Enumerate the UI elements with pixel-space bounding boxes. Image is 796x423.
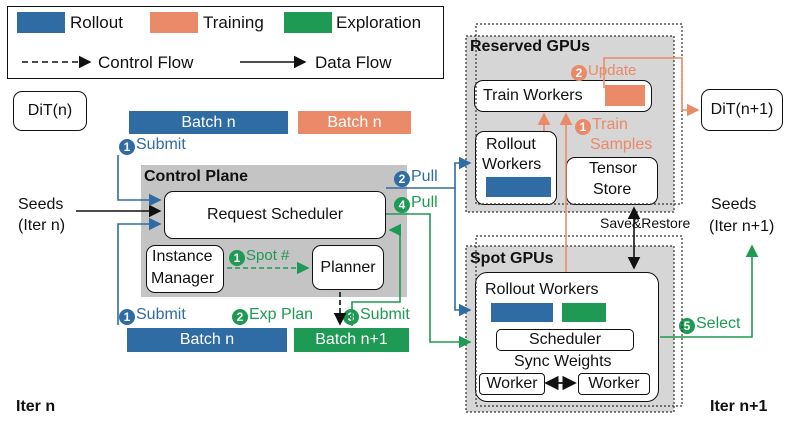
exp-plan-badge: 2 bbox=[232, 309, 248, 325]
select-badge: 5 bbox=[679, 318, 695, 334]
instance-manager-line2: Manager bbox=[151, 270, 215, 287]
worker-b-box: Worker bbox=[578, 373, 650, 395]
legend-swatch-rollout bbox=[17, 12, 65, 33]
control-plane-title: Control Plane bbox=[144, 168, 249, 185]
instance-manager-box: Instance Manager bbox=[146, 245, 224, 293]
reserved-gpus-title: Reserved GPUs bbox=[470, 38, 591, 55]
legend-label-exploration: Exploration bbox=[336, 13, 422, 32]
worker-a-box: Worker bbox=[479, 373, 545, 395]
submit-text-top: Submit bbox=[136, 136, 186, 153]
pull4-text: Pull bbox=[411, 194, 438, 211]
submit3-badge: 3 bbox=[343, 309, 359, 325]
seeds-right-line1: Seeds bbox=[711, 196, 757, 213]
submit-text-bottom: Submit bbox=[136, 306, 186, 323]
tensor-store-box: Tensor Store bbox=[566, 157, 658, 205]
pull2-text: Pull bbox=[411, 168, 438, 185]
submit3-text: Submit bbox=[360, 306, 410, 323]
pull2-badge: 2 bbox=[394, 171, 410, 187]
spot-gpus-title: Spot GPUs bbox=[470, 250, 554, 267]
save-restore-label: Save&Restore bbox=[600, 215, 691, 231]
update-text: Update bbox=[588, 62, 637, 79]
seeds-left-line2: (Iter n) bbox=[18, 217, 66, 234]
step-1-badge-bottom: 1 bbox=[119, 309, 135, 325]
train-workers-label: Train Workers bbox=[483, 87, 583, 104]
rollout-workers-reserved-line2: Workers bbox=[482, 156, 542, 173]
legend-swatch-exploration bbox=[284, 12, 332, 33]
dit-n-box: DiT(n) bbox=[13, 91, 87, 131]
exp-plan-text: Exp Plan bbox=[249, 306, 314, 323]
rollout-workers-reserved-line1: Rollout bbox=[486, 136, 536, 153]
seeds-right-line2: (Iter n+1) bbox=[709, 218, 775, 235]
select-text: Select bbox=[696, 315, 741, 332]
rollout-workers-reserved-swatch bbox=[486, 177, 551, 197]
legend-swatch-training bbox=[150, 12, 198, 33]
tensor-store-line2: Store bbox=[593, 181, 632, 198]
rollout-workers-spot-label: Rollout Workers bbox=[485, 281, 599, 298]
rollout-workers-reserved-box: Rollout Workers bbox=[475, 131, 557, 205]
seeds-left-line1: Seeds bbox=[18, 196, 64, 213]
sync-weights-label: Sync Weights bbox=[514, 353, 612, 370]
train-workers-swatch bbox=[605, 85, 645, 106]
iter-n-label: Iter n bbox=[16, 398, 56, 415]
step-1-badge: 1 bbox=[119, 139, 135, 155]
tensor-store-line1: Tensor bbox=[589, 160, 638, 177]
rollout-workers-spot-green-swatch bbox=[562, 303, 606, 322]
legend-label-rollout: Rollout bbox=[70, 13, 123, 32]
train-samples-text2: Samples bbox=[590, 136, 653, 153]
pull4-badge: 4 bbox=[394, 197, 410, 213]
train-workers-box: Train Workers bbox=[474, 80, 652, 112]
instance-manager-line1: Instance bbox=[152, 248, 213, 265]
update-badge: 2 bbox=[571, 65, 587, 81]
legend-label-data-flow: Data Flow bbox=[315, 53, 392, 72]
rollout-workers-spot-box: Rollout Workers Scheduler Sync Weights W… bbox=[475, 272, 659, 402]
train-samples-badge: 1 bbox=[575, 119, 591, 135]
legend-label-control-flow: Control Flow bbox=[98, 53, 194, 72]
rollout-workers-spot-blue-swatch bbox=[491, 303, 553, 322]
spot-step-badge: 1 bbox=[229, 250, 245, 266]
batch-n1-exploration: Batch n+1 bbox=[294, 328, 409, 352]
batch-n-rollout-top: Batch n bbox=[129, 111, 288, 134]
dit-n1-box: DiT(n+1) bbox=[701, 89, 783, 131]
planner-box: Planner bbox=[312, 245, 384, 290]
iter-n1-label: Iter n+1 bbox=[710, 398, 768, 415]
batch-n-training-top: Batch n bbox=[298, 111, 411, 134]
spot-count-text: Spot # bbox=[246, 247, 290, 264]
legend-label-training: Training bbox=[203, 13, 264, 32]
request-scheduler-box: Request Scheduler bbox=[164, 191, 386, 239]
train-samples-text1: Train bbox=[592, 116, 628, 133]
scheduler-box: Scheduler bbox=[496, 329, 634, 351]
batch-n-rollout-bottom: Batch n bbox=[127, 328, 287, 352]
